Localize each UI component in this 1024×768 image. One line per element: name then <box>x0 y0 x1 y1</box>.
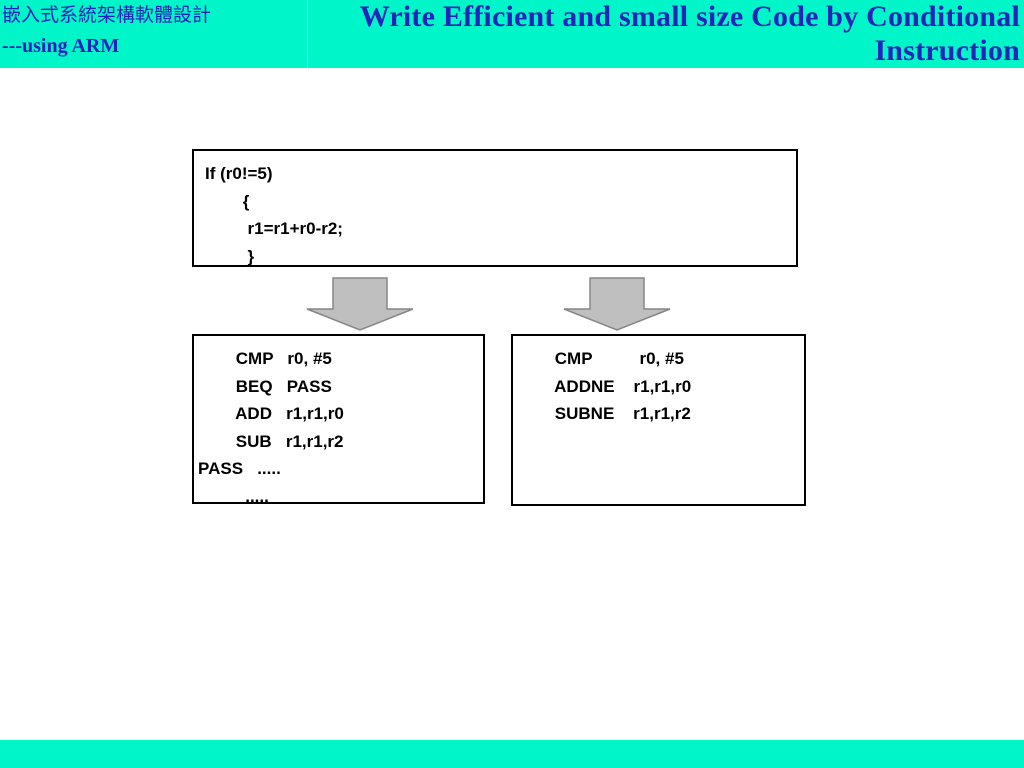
asm-left-line: PASS ..... <box>198 459 281 478</box>
down-arrow-icon-right <box>563 277 671 331</box>
c-code-lines: If (r0!=5) { r1=r1+r0-r2; } <box>194 151 796 270</box>
asm-left-line: CMP r0, #5 <box>198 349 332 368</box>
c-code-box: If (r0!=5) { r1=r1+r0-r2; } <box>192 149 798 267</box>
asm-right-lines: CMP r0, #5 ADDNE r1,r1,r0 SUBNE r1,r1,r2 <box>513 336 804 428</box>
c-code-line: r1=r1+r0-r2; <box>205 219 343 238</box>
asm-right-line: CMP r0, #5 <box>517 349 684 368</box>
arrow-shape <box>306 277 414 331</box>
asm-right-line: ADDNE r1,r1,r0 <box>517 376 692 396</box>
c-code-line: If (r0!=5) <box>205 164 273 183</box>
c-code-line: { <box>205 191 250 211</box>
asm-left-line: ADD r1,r1,r0 <box>198 404 344 423</box>
header-band: 嵌入式系統架構軟體設計 ---using ARM Write Efficient… <box>0 0 1024 68</box>
arrow-shape <box>563 277 671 331</box>
asm-left-line: BEQ PASS <box>198 376 332 396</box>
asm-left-line: ..... <box>198 486 269 506</box>
asm-left-line: SUB r1,r1,r2 <box>198 431 344 451</box>
header-left-panel: 嵌入式系統架構軟體設計 ---using ARM <box>0 0 308 68</box>
down-arrow-icon-left <box>306 277 414 331</box>
asm-left-lines: CMP r0, #5 BEQ PASS ADD r1,r1,r0 SUB r1,… <box>194 336 483 510</box>
c-code-line: } <box>205 246 255 266</box>
footer-band <box>0 740 1024 768</box>
subject-title-chinese: 嵌入式系統架構軟體設計 <box>2 4 212 26</box>
asm-right-line: SUBNE r1,r1,r2 <box>517 404 691 423</box>
asm-box-right: CMP r0, #5 ADDNE r1,r1,r0 SUBNE r1,r1,r2 <box>511 334 806 506</box>
slide-title: Write Efficient and small size Code by C… <box>359 0 1020 67</box>
subject-subtitle: ---using ARM <box>2 35 120 57</box>
asm-box-left: CMP r0, #5 BEQ PASS ADD r1,r1,r0 SUB r1,… <box>192 334 485 506</box>
